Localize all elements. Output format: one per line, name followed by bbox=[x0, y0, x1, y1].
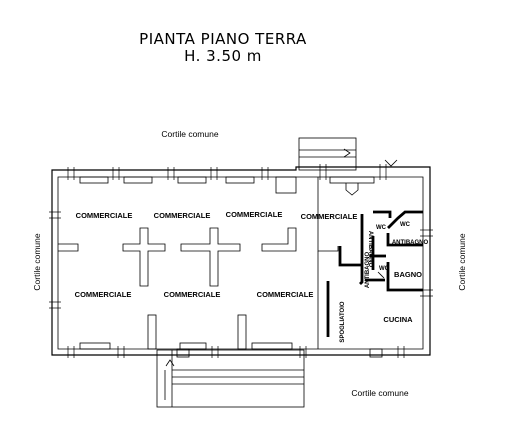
room-wc-1: WC bbox=[400, 222, 411, 228]
room-spogliatoio: SPOGLIATOIO bbox=[340, 301, 346, 342]
room-commerciale-6: COMMERCIALE bbox=[164, 290, 221, 299]
courtyard-label-top: Cortile comune bbox=[161, 129, 218, 139]
plan-height: H. 3.50 m bbox=[184, 47, 262, 65]
window-marks bbox=[49, 164, 433, 358]
room-wc-2: WC bbox=[376, 225, 387, 231]
courtyard-label-bottom: Cortile comune bbox=[351, 388, 408, 398]
top-pilasters bbox=[79, 159, 398, 196]
plan-title: PIANTA PIANO TERRA bbox=[139, 30, 307, 48]
courtyard-label-left: Cortile comune bbox=[32, 233, 42, 290]
room-cucina: CUCINA bbox=[383, 315, 413, 324]
room-labels: COMMERCIALE COMMERCIALE COMMERCIALE COMM… bbox=[75, 210, 429, 343]
room-antibagno-3: ANTIBAGNO bbox=[365, 252, 371, 289]
courtyard-label-right: Cortile comune bbox=[457, 233, 467, 290]
room-antibagno-2: ANTIBAGNO bbox=[367, 231, 373, 268]
room-bagno: BAGNO bbox=[394, 270, 422, 279]
room-commerciale-7: COMMERCIALE bbox=[257, 290, 314, 299]
room-commerciale-5: COMMERCIALE bbox=[75, 290, 132, 299]
room-commerciale-4: COMMERCIALE bbox=[301, 212, 358, 221]
top-stair bbox=[298, 137, 357, 171]
service-block bbox=[326, 210, 423, 337]
room-commerciale-3: COMMERCIALE bbox=[226, 210, 283, 219]
room-commerciale-2: COMMERCIALE bbox=[154, 211, 211, 220]
room-wc-3: WC bbox=[379, 266, 390, 272]
outer-walls bbox=[51, 166, 431, 356]
central-columns bbox=[58, 177, 339, 349]
room-antibagno-1: ANTIBAGNO bbox=[392, 240, 429, 246]
room-commerciale-1: COMMERCIALE bbox=[76, 211, 133, 220]
bottom-pilasters bbox=[79, 314, 383, 358]
bottom-stair bbox=[156, 349, 305, 408]
